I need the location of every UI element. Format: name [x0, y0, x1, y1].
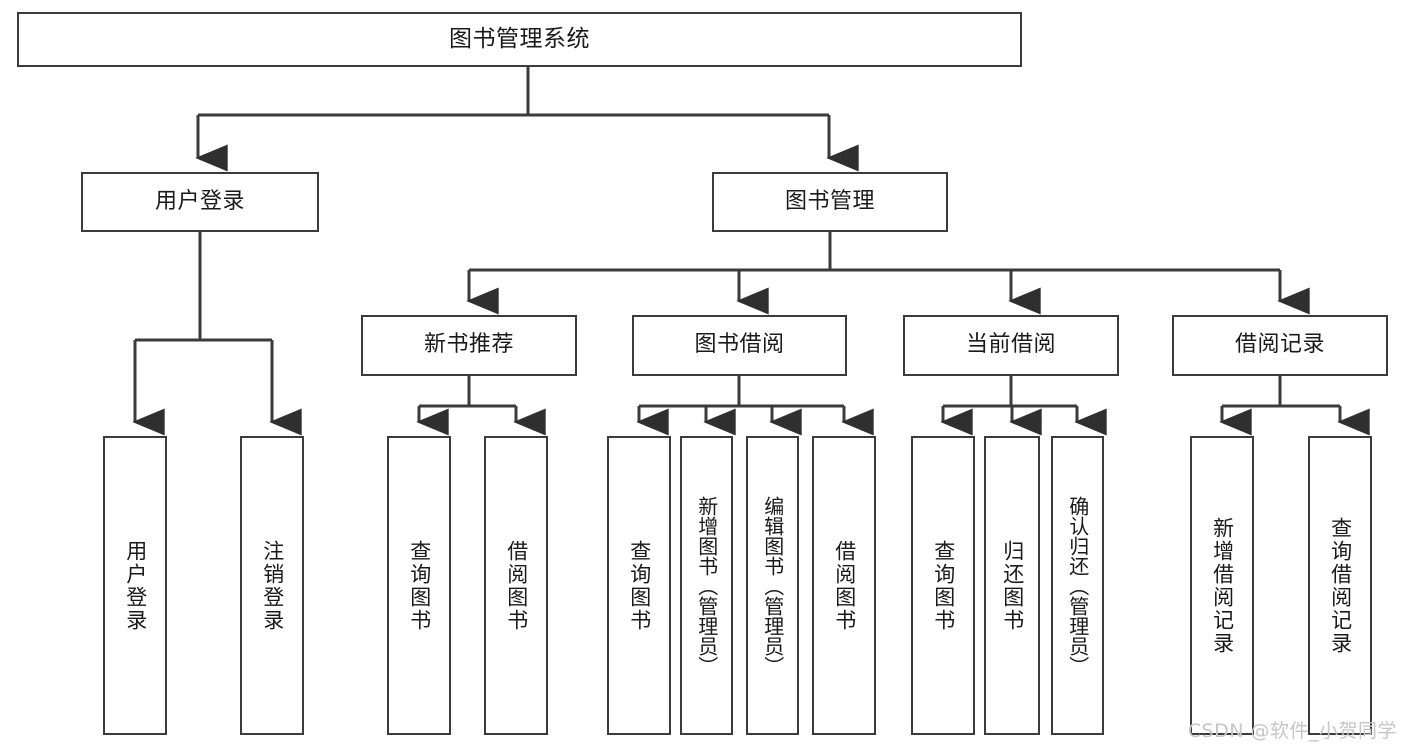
node-current-borrow[interactable]: 当前借阅: [903, 315, 1119, 376]
node-current-borrow-label: 当前借阅: [965, 332, 1056, 358]
node-confirm-return-admin[interactable]: 确认归还（管理员）: [1051, 436, 1104, 735]
node-return-book-label: 归还图书: [1000, 539, 1025, 632]
node-new-book-recommend-label: 新书推荐: [423, 332, 514, 358]
node-edit-book-admin-label: 编辑图书（管理员）: [760, 495, 785, 676]
node-logout-leaf-label: 注销登录: [260, 539, 285, 632]
node-user-login-leaf-label: 用户登录: [123, 539, 148, 632]
node-query-book-1-label: 查询图书: [407, 539, 432, 632]
node-new-book-recommend[interactable]: 新书推荐: [361, 315, 577, 376]
node-add-book-admin-label: 新增图书（管理员）: [694, 495, 719, 676]
node-book-borrow-label: 图书借阅: [694, 332, 785, 358]
node-borrow-book-1-label: 借阅图书: [504, 539, 529, 632]
node-logout-leaf[interactable]: 注销登录: [240, 436, 304, 735]
node-query-book-3-label: 查询图书: [931, 539, 956, 632]
node-query-book-2[interactable]: 查询图书: [607, 436, 671, 735]
node-user-login-label: 用户登录: [154, 188, 245, 214]
node-root-system[interactable]: 图书管理系统: [17, 12, 1022, 67]
node-borrow-record-label: 借阅记录: [1234, 332, 1325, 358]
node-confirm-return-admin-label: 确认归还（管理员）: [1065, 495, 1090, 676]
node-borrow-book-2[interactable]: 借阅图书: [812, 436, 876, 735]
watermark-text: CSDN @软件_小贺同学: [1187, 720, 1397, 742]
node-book-borrow[interactable]: 图书借阅: [632, 315, 847, 376]
node-edit-book-admin[interactable]: 编辑图书（管理员）: [746, 436, 799, 735]
node-user-login[interactable]: 用户登录: [81, 172, 319, 232]
node-user-login-leaf[interactable]: 用户登录: [103, 436, 167, 735]
node-root-system-label: 图书管理系统: [449, 25, 590, 52]
node-add-borrow-record[interactable]: 新增借阅记录: [1190, 436, 1254, 735]
node-query-borrow-record[interactable]: 查询借阅记录: [1308, 436, 1372, 735]
node-query-book-2-label: 查询图书: [627, 539, 652, 632]
node-borrow-record[interactable]: 借阅记录: [1172, 315, 1388, 376]
node-borrow-book-2-label: 借阅图书: [832, 539, 857, 632]
node-add-borrow-record-label: 新增借阅记录: [1210, 516, 1235, 655]
node-book-manage[interactable]: 图书管理: [712, 172, 948, 232]
node-add-book-admin[interactable]: 新增图书（管理员）: [680, 436, 733, 735]
node-query-borrow-record-label: 查询借阅记录: [1328, 516, 1353, 655]
node-return-book[interactable]: 归还图书: [984, 436, 1040, 735]
node-borrow-book-1[interactable]: 借阅图书: [484, 436, 548, 735]
node-query-book-1[interactable]: 查询图书: [387, 436, 451, 735]
node-book-manage-label: 图书管理: [784, 188, 875, 214]
node-query-book-3[interactable]: 查询图书: [911, 436, 975, 735]
